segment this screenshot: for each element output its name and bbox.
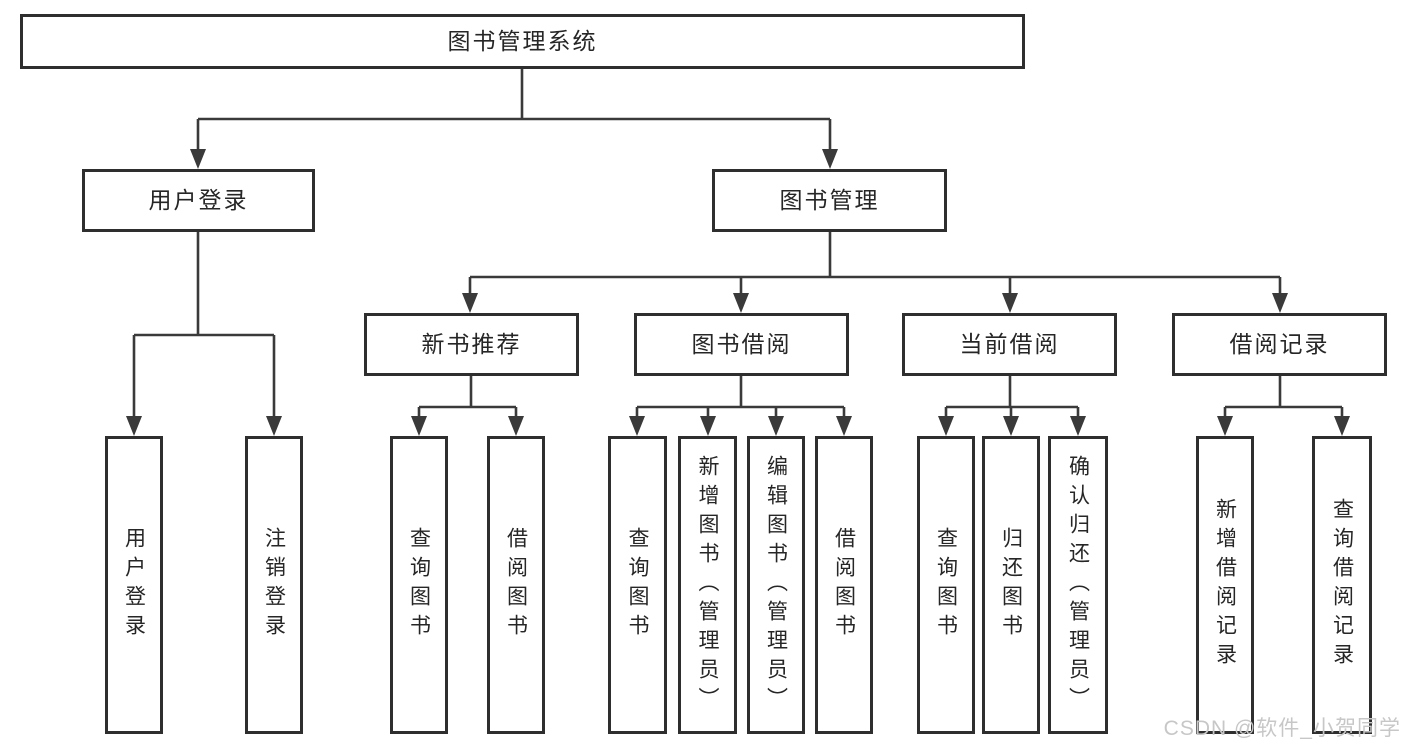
leaf-user-login: 用户登录 bbox=[105, 436, 163, 734]
leaf-bookborrow-edit-book-admin-label: 编辑图书（管理员） bbox=[764, 454, 788, 716]
leaf-currentborrow-return-book-label: 归还图书 bbox=[999, 527, 1023, 643]
csdn-watermark: CSDN @软件_小贺同学 bbox=[1163, 717, 1401, 740]
connector-newbook-to-leaves bbox=[411, 376, 524, 436]
connector-bookborrow-to-leaves bbox=[629, 376, 852, 436]
node-root: 图书管理系统 bbox=[20, 14, 1025, 69]
leaf-bookborrow-query-book-label: 查询图书 bbox=[626, 527, 649, 643]
node-book-management: 图书管理 bbox=[712, 169, 947, 232]
node-root-label: 图书管理系统 bbox=[447, 28, 598, 54]
node-user-login-label: 用户登录 bbox=[148, 187, 249, 213]
connector-borrowrecord-to-leaves bbox=[1217, 376, 1350, 436]
node-current-borrow-label: 当前借阅 bbox=[959, 331, 1060, 357]
leaf-borrowrecord-query-record-label: 查询借阅记录 bbox=[1330, 498, 1354, 672]
leaf-bookborrow-query-book: 查询图书 bbox=[608, 436, 667, 734]
leaf-bookborrow-add-book-admin-label: 新增图书（管理员） bbox=[696, 454, 719, 716]
leaf-newbook-borrow-book: 借阅图书 bbox=[487, 436, 545, 734]
connector-bookmgmt-to-level3 bbox=[462, 232, 1288, 313]
leaf-bookborrow-borrow-book-label: 借阅图书 bbox=[832, 527, 856, 643]
node-user-login: 用户登录 bbox=[82, 169, 315, 232]
leaf-currentborrow-query-book-label: 查询图书 bbox=[934, 527, 958, 643]
node-current-borrow: 当前借阅 bbox=[902, 313, 1117, 376]
leaf-newbook-query-book: 查询图书 bbox=[390, 436, 448, 734]
connector-currentborrow-to-leaves bbox=[938, 376, 1086, 436]
node-borrow-record: 借阅记录 bbox=[1172, 313, 1387, 376]
leaf-currentborrow-confirm-return-admin-label: 确认归还（管理员） bbox=[1066, 454, 1090, 716]
node-borrow-record-label: 借阅记录 bbox=[1229, 331, 1330, 357]
leaf-bookborrow-borrow-book: 借阅图书 bbox=[815, 436, 873, 734]
node-new-book-recommend-label: 新书推荐 bbox=[421, 331, 522, 357]
leaf-currentborrow-confirm-return-admin: 确认归还（管理员） bbox=[1048, 436, 1108, 734]
leaf-bookborrow-add-book-admin: 新增图书（管理员） bbox=[678, 436, 737, 734]
leaf-currentborrow-return-book: 归还图书 bbox=[982, 436, 1040, 734]
node-new-book-recommend: 新书推荐 bbox=[364, 313, 579, 376]
leaf-bookborrow-edit-book-admin: 编辑图书（管理员） bbox=[747, 436, 805, 734]
leaf-borrowrecord-query-record: 查询借阅记录 bbox=[1312, 436, 1372, 734]
leaf-logout: 注销登录 bbox=[245, 436, 303, 734]
node-book-borrow-label: 图书借阅 bbox=[691, 331, 792, 357]
leaf-newbook-borrow-book-label: 借阅图书 bbox=[504, 527, 528, 643]
leaf-user-login-label: 用户登录 bbox=[122, 527, 146, 643]
node-book-borrow: 图书借阅 bbox=[634, 313, 849, 376]
connector-userlogin-to-leaves bbox=[126, 232, 282, 436]
leaf-newbook-query-book-label: 查询图书 bbox=[407, 527, 431, 643]
connector-root-to-level2 bbox=[190, 69, 838, 169]
leaf-borrowrecord-add-record-label: 新增借阅记录 bbox=[1213, 498, 1237, 672]
leaf-borrowrecord-add-record: 新增借阅记录 bbox=[1196, 436, 1254, 734]
leaf-currentborrow-query-book: 查询图书 bbox=[917, 436, 975, 734]
leaf-logout-label: 注销登录 bbox=[262, 527, 286, 643]
node-book-management-label: 图书管理 bbox=[779, 187, 880, 213]
